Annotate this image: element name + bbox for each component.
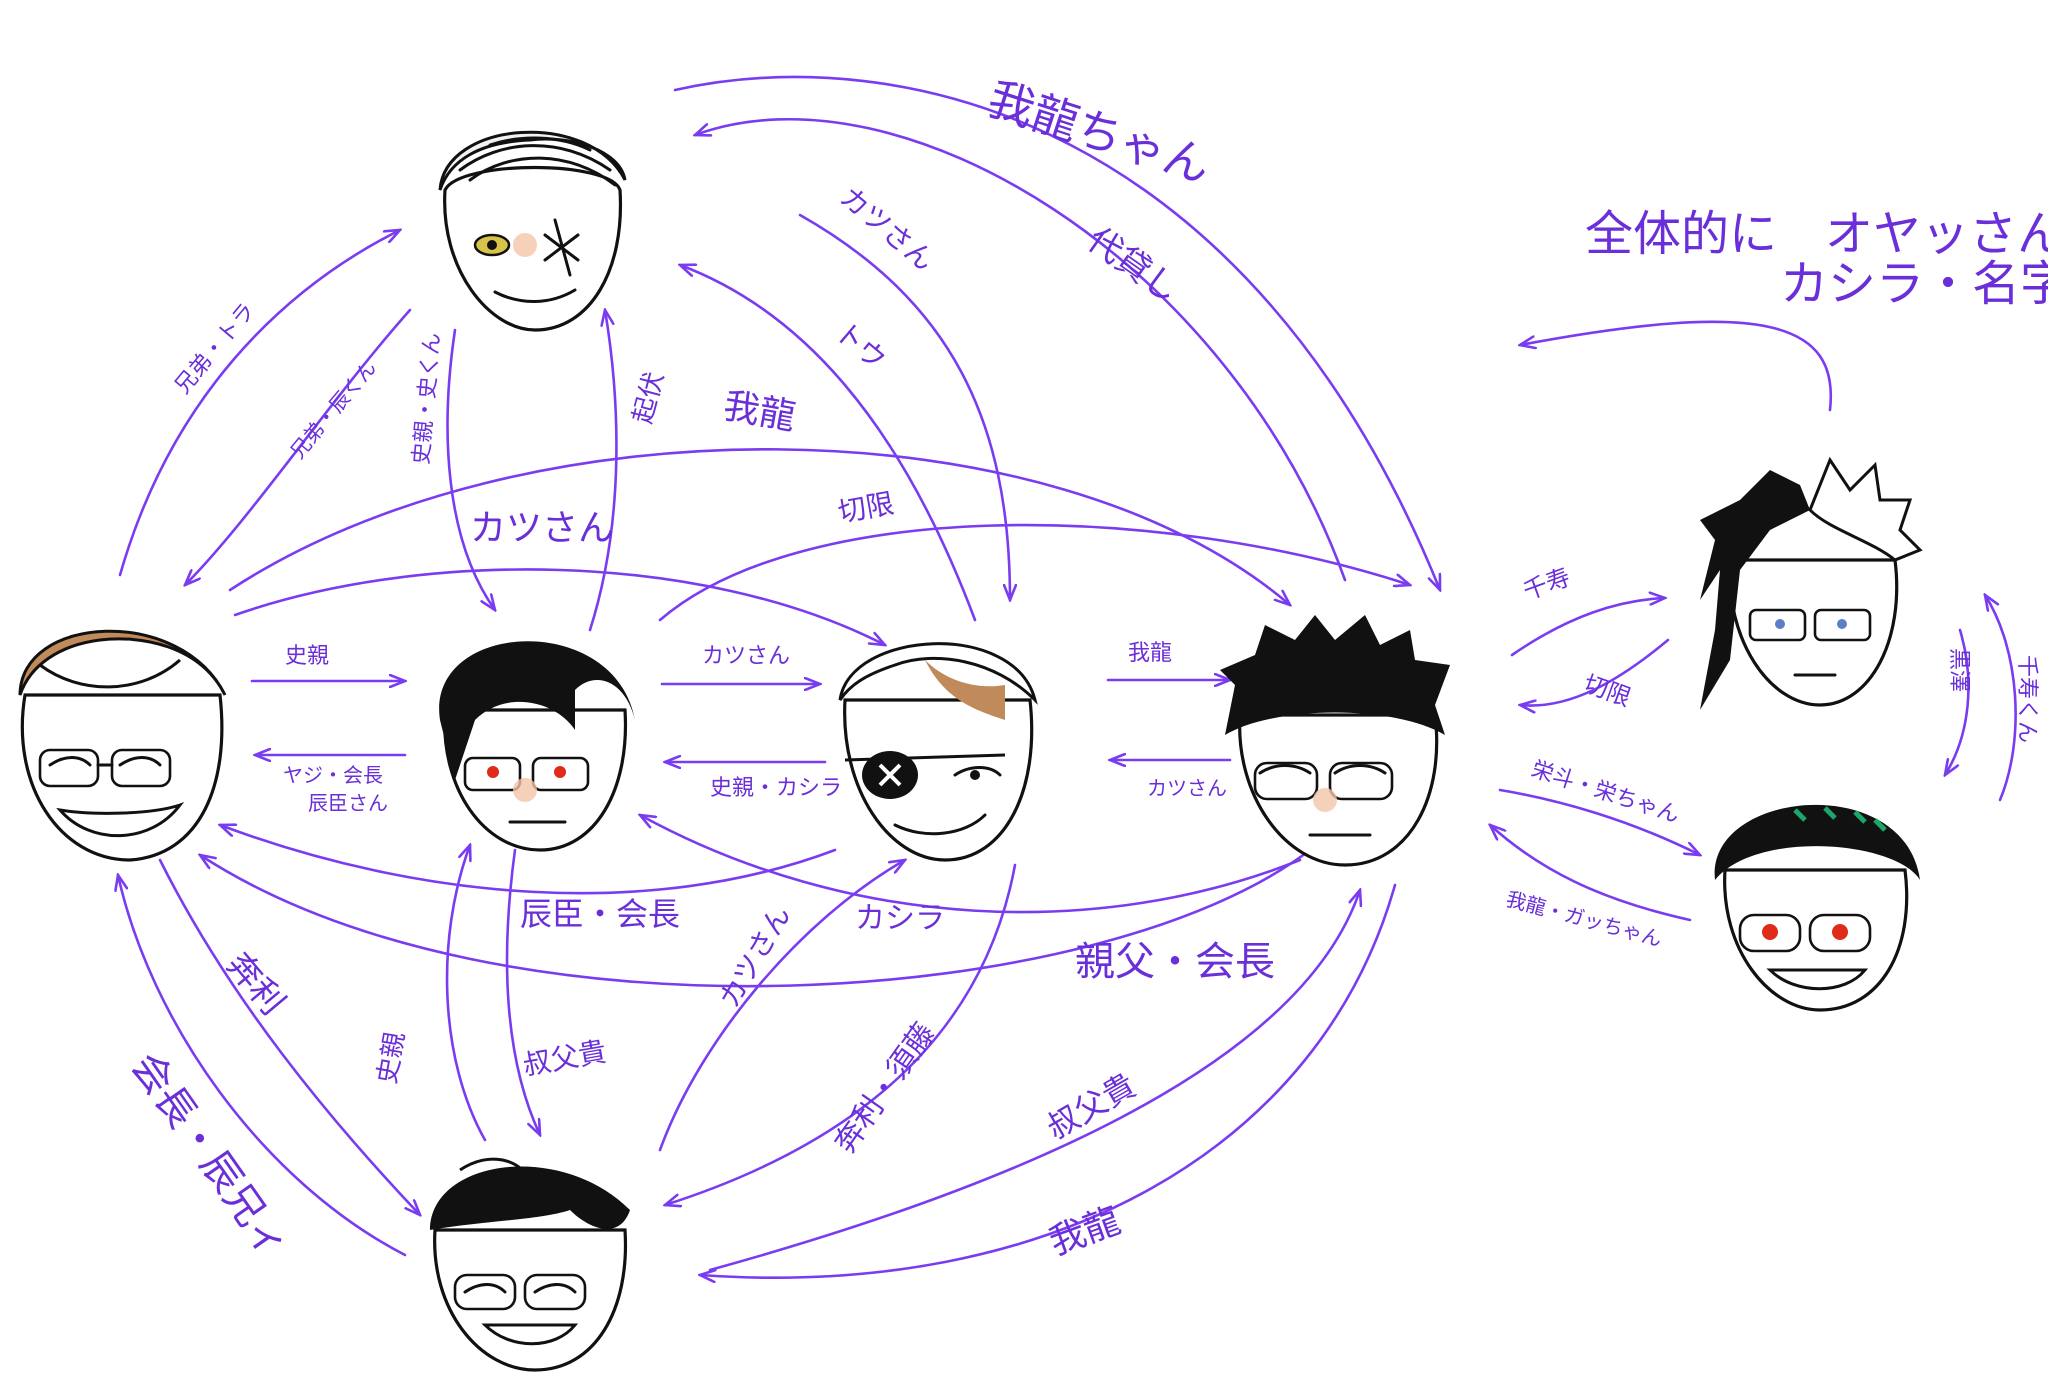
- green-streak-red-eyes-face: [1714, 804, 1920, 1012]
- label-kashira: カシラ: [855, 901, 945, 936]
- arrow-right1-to-cright: [1520, 638, 1670, 706]
- label-kiri: 奔利: [218, 945, 292, 1023]
- label-katsusan-row2: カツさん: [1147, 776, 1227, 800]
- label-shiro-kashira: 史親・カシラ: [710, 776, 842, 801]
- label-tou: トウ: [829, 315, 893, 376]
- label-shiro-low: 史親: [372, 1030, 411, 1086]
- arrow-top-to-center: [798, 213, 1010, 600]
- silver-hair-scar-face: [438, 130, 627, 332]
- label-tatsuomi-kaicho: 辰臣・会長: [520, 895, 680, 933]
- arrow-center-to-left: [220, 825, 837, 895]
- arrow-note: [1520, 320, 1833, 412]
- arrow-left-to-bottom: [158, 858, 420, 1215]
- label-oyaji-kaicho: 親父・会長: [1075, 939, 1275, 985]
- label-eito: 栄斗・栄ちゃん: [1528, 757, 1682, 828]
- label-garyu-low: 我龍: [1044, 1200, 1126, 1263]
- label-kyodai-tatsu: 兄弟・辰くん: [285, 356, 381, 463]
- arrow-right2-to-cright: [1490, 825, 1692, 922]
- arrow-cright-to-right1: [1510, 598, 1665, 657]
- label-oji-low2: 叔父貴: [1040, 1066, 1142, 1147]
- eyepatch-face: [838, 642, 1038, 862]
- spiky-hair-glasses-face: [1220, 615, 1450, 867]
- arrow-bottom-to-center: [658, 860, 905, 1152]
- label-garyu-chan: 我龍ちゃん: [982, 71, 1217, 193]
- note-line2: カシラ・名字: [1780, 256, 2048, 312]
- arrow-right2-to-right1: [1985, 595, 2017, 802]
- label-garyu-gacchan: 我龍・ガッちゃん: [1504, 887, 1665, 952]
- label-shiro-left: 史親: [285, 644, 329, 669]
- arrow-bottom-to-cright-long: [673, 75, 1440, 590]
- arrow-cright-to-top: [695, 118, 1347, 582]
- arrow-left-to-top: [118, 230, 400, 577]
- arrow-cright-to-right2: [1498, 788, 1700, 855]
- arrow-left-to-cright: [228, 448, 1290, 605]
- label-shiro-oji: 史親・史くん: [409, 332, 445, 466]
- arrow-bottom-to-cright: [708, 890, 1360, 1272]
- label-chiju: 千寿: [1519, 563, 1574, 606]
- label-daikan: 代貸し: [1080, 220, 1186, 311]
- label-chiju-kun: 千寿くん: [2014, 655, 2039, 743]
- label-katsusan-mid: カツさん: [470, 508, 614, 549]
- note-line1: 全体的に オヤッさん or: [1585, 206, 2048, 262]
- arrow-center-to-bottom: [665, 863, 1017, 1205]
- wavy-hair-glasses-face: [430, 1157, 630, 1372]
- label-yaji-kaicho: ヤジ・会長: [283, 763, 383, 787]
- two-tone-hair-face: [1700, 456, 1923, 710]
- arrows: [118, 75, 2017, 1278]
- black-hair-red-eyes-face: [439, 641, 635, 852]
- label-garyu-row: 我龍: [1128, 641, 1172, 666]
- arrow-bottom-to-cleft: [445, 845, 487, 1142]
- arrow-top-to-cleft: [446, 328, 495, 610]
- arrow-bottom-to-left: [118, 875, 407, 1257]
- label-oji-low: 叔父貴: [520, 1035, 608, 1082]
- arrow-center-to-top: [680, 265, 977, 622]
- arrow-left-to-center: [233, 568, 885, 645]
- arrow-cleft-to-cright: [658, 523, 1410, 622]
- label-kirigen: 切限: [835, 487, 896, 529]
- label-kirigen2: 切限: [1580, 669, 1635, 712]
- label-kurosawa: 黒澤: [1946, 648, 1971, 692]
- label-katsusan-top: カツさん: [834, 180, 941, 277]
- arrow-cleft-to-bottom: [505, 848, 540, 1135]
- label-katsusan-row: カツさん: [702, 644, 790, 669]
- label-garyu-mid: 我龍: [720, 385, 798, 438]
- arrow-cright-to-bottom: [700, 883, 1397, 1278]
- label-tatsuomi-san: 辰臣さん: [308, 791, 388, 815]
- label-kiri-sudo: 奔利・須藤: [828, 1017, 943, 1160]
- arrow-right1-to-right2: [1945, 628, 1970, 775]
- arrow-top-to-left: [185, 308, 412, 585]
- brown-hair-glasses-face: [18, 629, 227, 862]
- arrow-cleft-to-top: [588, 310, 618, 632]
- arrow-cright-to-left-big: [200, 848, 1312, 988]
- label-kigure: 起伏: [628, 369, 670, 427]
- arrow-cright-to-cleft: [640, 815, 1302, 914]
